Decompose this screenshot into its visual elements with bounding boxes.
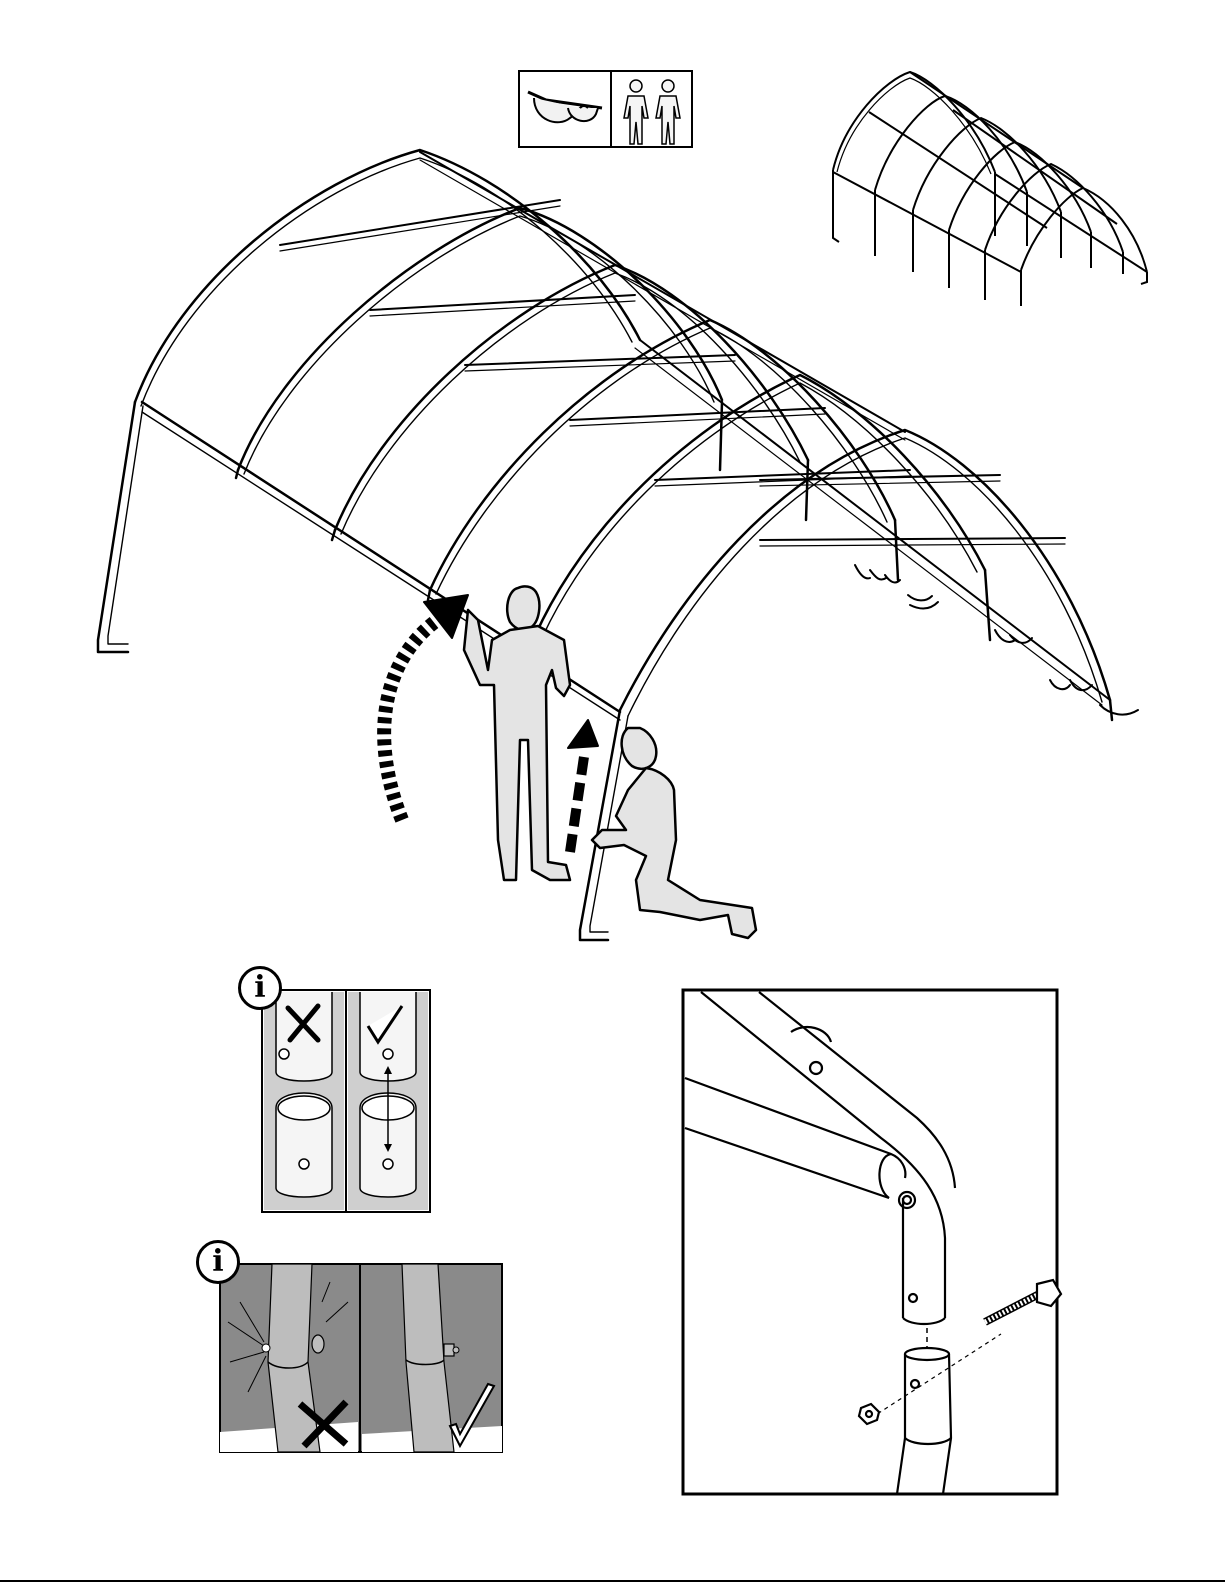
info-icon-hole-alignment: i: [238, 966, 282, 1010]
frame-arches: [135, 150, 1110, 716]
standing-person-figure: [464, 586, 570, 880]
push-up-arrow: [568, 720, 598, 852]
bolt-tightening-detail: [218, 1262, 504, 1454]
info-icon-bolt-tightening: i: [196, 1240, 240, 1284]
frame-purlins: [280, 152, 1110, 705]
page-bottom-rule: [0, 1580, 1225, 1582]
corner-connector-detail: [681, 988, 1059, 1496]
safety-requirements-box: [518, 70, 694, 150]
lift-arc-arrow: [384, 595, 468, 820]
grass-tufts: [855, 565, 1138, 715]
kneeling-person-figure: [592, 728, 756, 938]
main-frame-raising-illustration: [80, 140, 1150, 950]
frame-legs: [98, 402, 1112, 940]
hole-alignment-detail: [260, 988, 432, 1214]
